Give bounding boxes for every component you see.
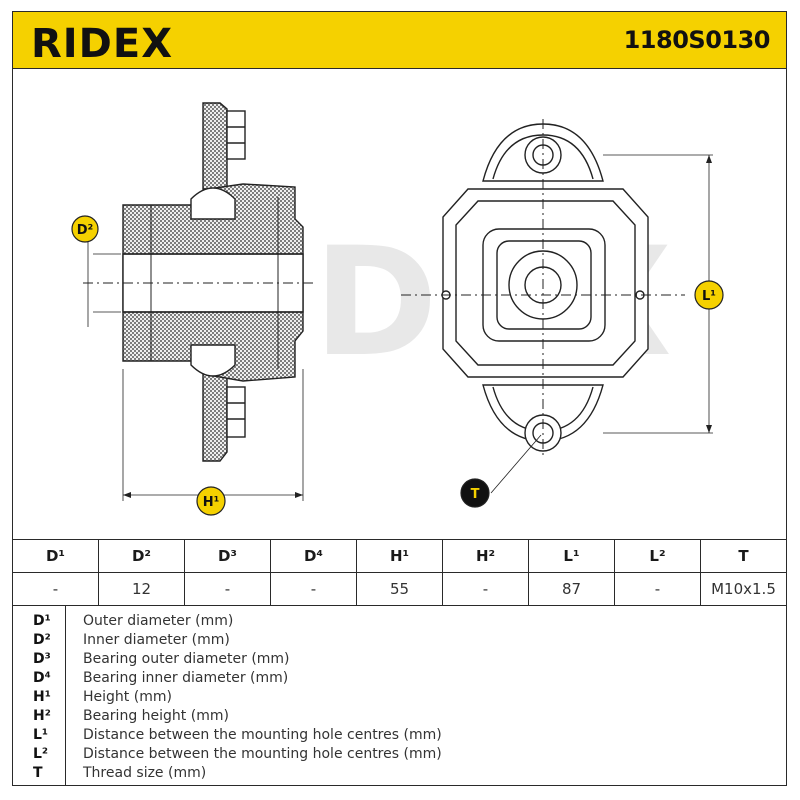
col-header-l2: L² [614, 539, 701, 573]
legend-symbol: D⁴ [33, 670, 51, 686]
legend-row: D³ Bearing outer diameter (mm) [13, 651, 788, 670]
svg-text:D²: D² [77, 223, 94, 238]
col-header-d2: D² [98, 539, 185, 573]
col-header-l1: L¹ [528, 539, 615, 573]
value-d3: - [184, 572, 271, 606]
svg-text:H¹: H¹ [203, 495, 220, 510]
col-header-d1: D¹ [12, 539, 99, 573]
legend-row: L¹ Distance between the mounting hole ce… [13, 727, 788, 746]
t-badge: T [460, 478, 490, 508]
legend-description: Bearing outer diameter (mm) [83, 651, 290, 667]
col-header-t: T [700, 539, 787, 573]
value-d4: - [270, 572, 357, 606]
value-d1: - [12, 572, 99, 606]
side-section-view [83, 102, 313, 501]
table-header-row: D¹ D² D³ D⁴ H¹ H² L¹ L² T [12, 539, 787, 573]
legend-symbol: D³ [33, 651, 51, 667]
legend-symbol: D¹ [33, 613, 51, 629]
value-l2: - [614, 572, 701, 606]
legend-row: L² Distance between the mounting hole ce… [13, 746, 788, 765]
legend-row: D² Inner diameter (mm) [13, 632, 788, 651]
value-t: M10x1.5 [700, 572, 787, 606]
ridex-logo: RIDEX [31, 21, 173, 63]
col-header-h2: H² [442, 539, 529, 573]
legend-description: Bearing height (mm) [83, 708, 229, 724]
legend-description: Distance between the mounting hole centr… [83, 746, 442, 762]
drawing-canvas: RIDEX [71, 102, 724, 516]
legend-row: H¹ Height (mm) [13, 689, 788, 708]
value-l1: 87 [528, 572, 615, 606]
value-d2: 12 [98, 572, 185, 606]
legend-description: Thread size (mm) [83, 765, 207, 781]
legend-symbol: L¹ [33, 727, 49, 743]
svg-text:T: T [471, 487, 480, 502]
legend-row: T Thread size (mm) [13, 765, 788, 784]
legend-symbol: D² [33, 632, 51, 648]
technical-drawing: RIDEX [12, 69, 787, 539]
legend-row: D⁴ Bearing inner diameter (mm) [13, 670, 788, 689]
value-h1: 55 [356, 572, 443, 606]
legend-symbol: L² [33, 746, 49, 762]
value-h2: - [442, 572, 529, 606]
legend-symbol: T [33, 765, 43, 781]
l1-badge: L¹ [694, 280, 724, 310]
legend-description: Inner diameter (mm) [83, 632, 230, 648]
col-header-h1: H¹ [356, 539, 443, 573]
front-view [401, 119, 713, 494]
part-number: 1180S0130 [623, 26, 771, 54]
legend-row: H² Bearing height (mm) [13, 708, 788, 727]
legend: D¹ Outer diameter (mm) D² Inner diameter… [12, 605, 787, 786]
legend-symbol: H¹ [33, 689, 51, 705]
col-header-d3: D³ [184, 539, 271, 573]
svg-text:L¹: L¹ [702, 289, 716, 304]
d2-badge: D² [71, 215, 99, 243]
header-bar: RIDEX 1180S0130 [12, 11, 787, 69]
dimensions-table: D¹ D² D³ D⁴ H¹ H² L¹ L² T - 12 - - 55 - … [12, 539, 787, 606]
legend-row: D¹ Outer diameter (mm) [13, 613, 788, 632]
legend-description: Height (mm) [83, 689, 172, 705]
h1-badge: H¹ [196, 486, 226, 516]
col-header-d4: D⁴ [270, 539, 357, 573]
legend-description: Bearing inner diameter (mm) [83, 670, 289, 686]
legend-description: Distance between the mounting hole centr… [83, 727, 442, 743]
brand-logo-text: RIDEX [31, 21, 173, 63]
table-value-row: - 12 - - 55 - 87 - M10x1.5 [12, 572, 787, 606]
legend-symbol: H² [33, 708, 51, 724]
legend-description: Outer diameter (mm) [83, 613, 234, 629]
legend-divider [65, 605, 66, 785]
